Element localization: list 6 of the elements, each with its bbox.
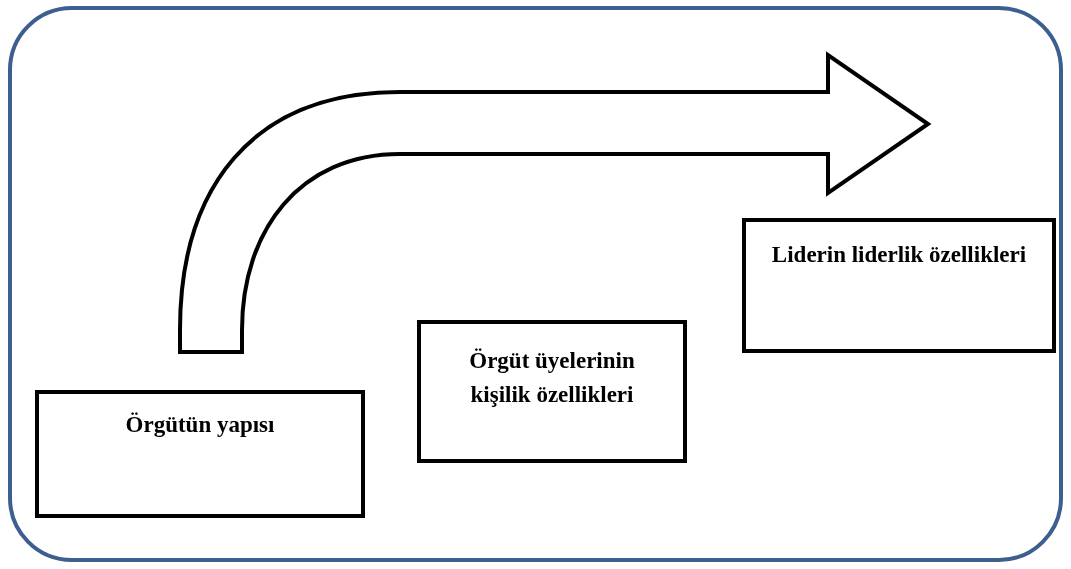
process-box [35, 390, 365, 518]
process-box [417, 320, 687, 463]
process-box [742, 218, 1056, 353]
node-text: Örgütün yapısı [125, 411, 275, 439]
node-text: Örgüt üyelerinin kişilik özellikleri [468, 347, 636, 409]
node-text: Liderin liderlik özellikleri [771, 241, 1027, 269]
